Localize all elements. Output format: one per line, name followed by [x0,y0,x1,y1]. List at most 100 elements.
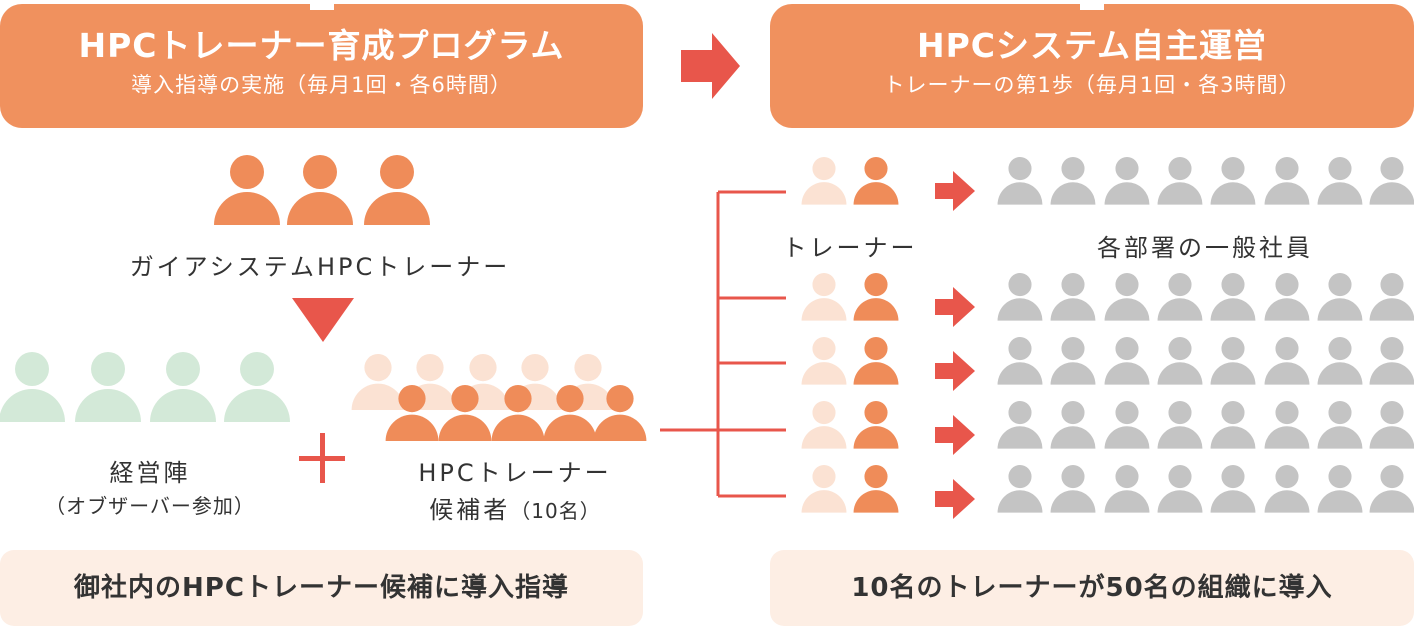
person-head [1328,337,1352,361]
trainer-icon [853,465,899,513]
trainer-icon [801,157,847,205]
management-note: （オブザーバー参加） [45,494,255,518]
person-body [1264,182,1310,205]
person-head [1061,273,1085,297]
employee-icon [1317,401,1363,449]
person-head [1115,337,1139,361]
person-head [240,352,274,386]
employee-icon [1317,337,1363,385]
person-head [364,354,392,382]
person-head [1115,401,1139,425]
employee-icon [1210,337,1256,385]
person-head [1380,401,1404,425]
employee-icon [1210,401,1256,449]
candidates-label: HPCトレーナー [418,459,612,487]
candidates-label-2: 候補者 [429,496,511,524]
person-body [853,426,899,449]
employee-icon [1104,337,1150,385]
arrow-right-icon [935,171,975,211]
employee-icon [1264,465,1310,513]
person-body [214,192,280,225]
employee-icon [1157,401,1203,449]
arrow-right-icon [935,287,975,327]
person-head [1008,273,1032,297]
person-body [1157,298,1203,321]
person-body [1050,426,1096,449]
person-head [1168,401,1192,425]
person-head [1275,401,1299,425]
person-head [812,157,836,181]
person-head [812,465,836,489]
employee-icon [1369,157,1414,205]
trainer-icon [853,273,899,321]
employee-icon [1157,273,1203,321]
trainer-icon [801,401,847,449]
employee-icon [1317,157,1363,205]
person-body [1210,490,1256,513]
arrow-right-icon [681,33,740,99]
person-head [1380,465,1404,489]
gaia-trainer-icon [364,155,430,225]
person-body [1264,362,1310,385]
person-head [1221,273,1245,297]
person-body [853,490,899,513]
person-body [364,192,430,225]
person-body [1264,490,1310,513]
person-body [1317,182,1363,205]
person-body [997,426,1043,449]
arrow-right-icon [935,479,975,519]
person-head [1380,157,1404,181]
person-head [469,354,497,382]
arrow-right-icon [935,415,975,455]
employee-icon [1264,157,1310,205]
employee-icon [997,465,1043,513]
person-head [864,401,888,425]
employee-icon [1264,273,1310,321]
person-body [1317,426,1363,449]
candidate-icon [543,385,597,441]
person-head [416,354,444,382]
person-head [1168,273,1192,297]
person-head [864,465,888,489]
management-icon [0,352,65,422]
person-head [1275,337,1299,361]
person-head [1061,465,1085,489]
employee-icon [997,273,1043,321]
person-body [543,414,597,441]
person-head [1115,465,1139,489]
person-body [801,490,847,513]
person-body [1369,182,1414,205]
employee-icon [1264,401,1310,449]
person-head [1328,401,1352,425]
person-body [1317,490,1363,513]
person-head [91,352,125,386]
person-body [1210,298,1256,321]
employee-icon [1050,337,1096,385]
candidates-count: （10名） [510,499,601,523]
person-head [1115,157,1139,181]
right-banner-title: HPCシステム自主運営 [916,26,1268,65]
banner-notch [310,0,334,10]
person-body [287,192,353,225]
employee-icon [997,337,1043,385]
employee-icon [1369,337,1414,385]
person-body [438,414,492,441]
person-body [224,389,290,422]
person-head [1221,401,1245,425]
person-head [1275,465,1299,489]
arrow-right-icon [935,351,975,391]
person-head [1061,337,1085,361]
employee-icon [1210,273,1256,321]
person-head [15,352,49,386]
person-head [1380,273,1404,297]
person-head [1061,401,1085,425]
management-icon [150,352,216,422]
person-head [1008,337,1032,361]
employee-icon [1104,465,1150,513]
trainer-icon [853,401,899,449]
person-body [1210,182,1256,205]
person-head [864,157,888,181]
person-head [230,155,264,189]
person-body [801,426,847,449]
